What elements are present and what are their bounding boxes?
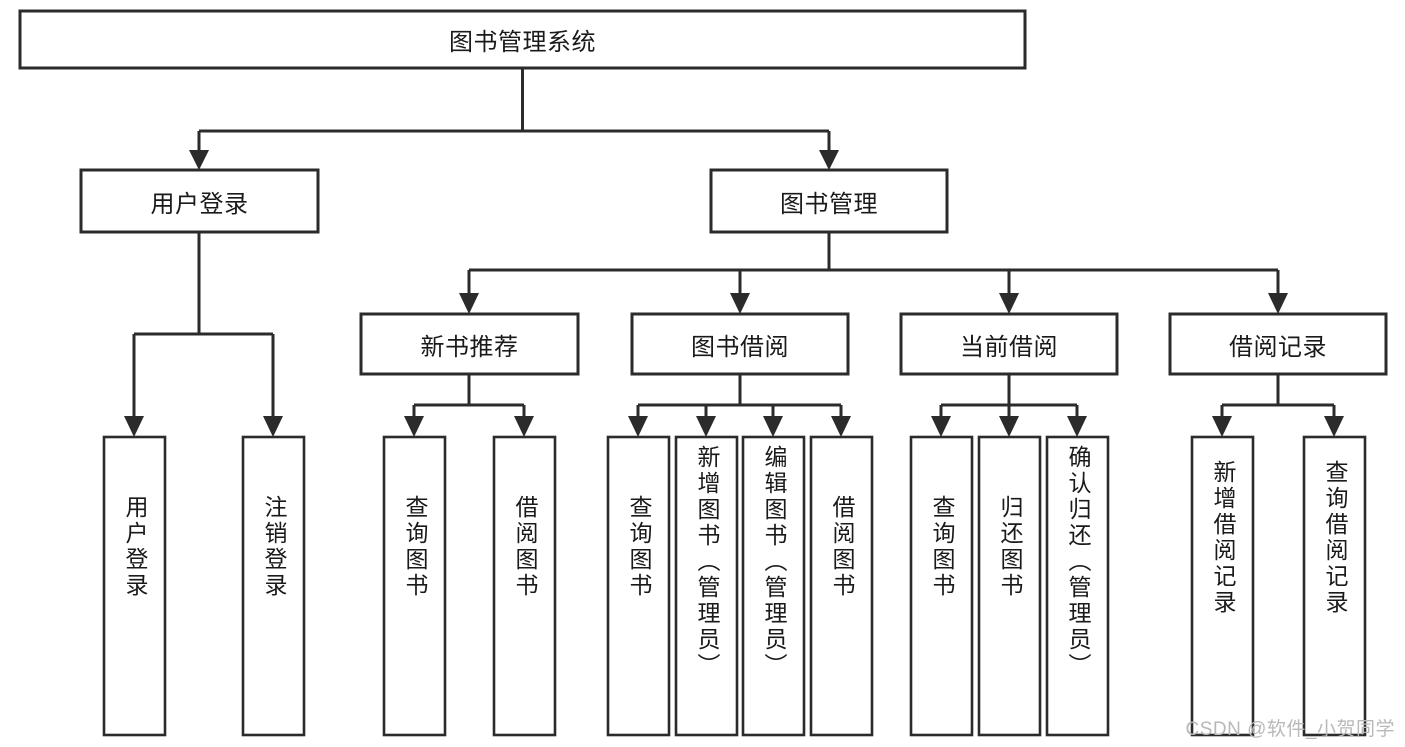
node-box-leaf-query-book-1[interactable] bbox=[382, 435, 447, 737]
arrow-leaf-add-record bbox=[1212, 416, 1232, 437]
node-box-new-book-recommend[interactable] bbox=[359, 312, 580, 376]
node-box-leaf-logout-login[interactable] bbox=[241, 435, 306, 737]
arrow-leaf-borrow-book-2 bbox=[831, 416, 851, 437]
node-box-leaf-query-book-2[interactable] bbox=[606, 435, 671, 737]
arrow-leaf-borrow-book-1 bbox=[514, 416, 534, 437]
arrow-new-book-recommend bbox=[459, 293, 479, 314]
arrow-current-borrow bbox=[999, 293, 1019, 314]
node-box-leaf-return-book[interactable] bbox=[977, 435, 1042, 737]
node-box-leaf-add-record[interactable] bbox=[1190, 435, 1255, 737]
node-box-book-borrow[interactable] bbox=[630, 312, 850, 376]
arrow-borrow-record bbox=[1268, 293, 1288, 314]
node-box-leaf-add-book[interactable] bbox=[674, 435, 739, 737]
connector-group bbox=[124, 68, 1344, 437]
node-box-leaf-borrow-book-1[interactable] bbox=[492, 435, 557, 737]
node-box-user-login[interactable] bbox=[79, 168, 320, 234]
arrow-leaf-query-book-1 bbox=[404, 416, 424, 437]
csdn-watermark: CSDN @软件_小贺同学 bbox=[1185, 719, 1395, 740]
node-box-leaf-confirm-return[interactable] bbox=[1045, 435, 1110, 737]
node-box-leaf-query-record[interactable] bbox=[1302, 435, 1367, 737]
node-box-current-borrow[interactable] bbox=[899, 312, 1119, 376]
node-box-root[interactable] bbox=[18, 9, 1027, 70]
node-box-leaf-edit-book[interactable] bbox=[741, 435, 806, 737]
arrow-user-login bbox=[189, 150, 209, 170]
arrow-leaf-add-book bbox=[696, 416, 716, 437]
arrow-leaf-user-login bbox=[124, 416, 144, 437]
arrow-leaf-query-book-2 bbox=[628, 416, 648, 437]
arrow-leaf-return-book bbox=[999, 416, 1019, 437]
arrow-book-manage bbox=[819, 150, 839, 170]
node-box-leaf-borrow-book-2[interactable] bbox=[809, 435, 874, 737]
node-box-leaf-user-login[interactable] bbox=[102, 435, 167, 737]
arrow-leaf-logout-login bbox=[263, 416, 283, 437]
arrow-leaf-query-record bbox=[1324, 416, 1344, 437]
arrow-leaf-edit-book bbox=[763, 416, 783, 437]
node-rect-group bbox=[18, 9, 1388, 737]
arrow-book-borrow bbox=[730, 293, 750, 314]
node-box-book-manage[interactable] bbox=[709, 168, 949, 234]
node-box-borrow-record[interactable] bbox=[1168, 312, 1388, 376]
node-box-leaf-query-book-3[interactable] bbox=[909, 435, 974, 737]
arrow-leaf-confirm-return bbox=[1067, 416, 1087, 437]
arrow-leaf-query-book-3 bbox=[931, 416, 951, 437]
